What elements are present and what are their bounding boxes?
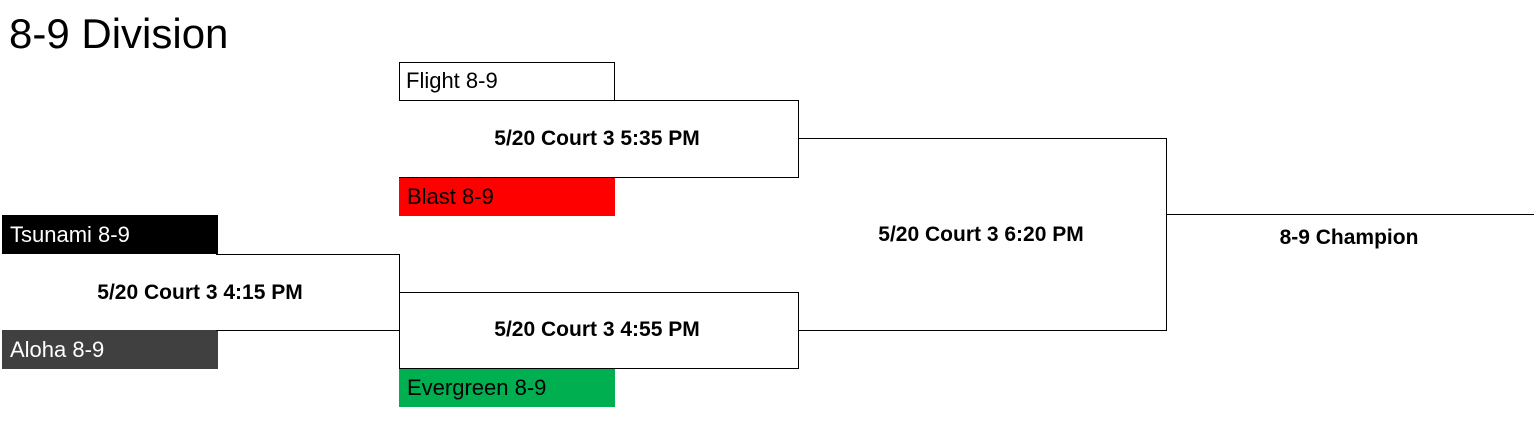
game-2-label: 5/20 Court 3 5:35 PM [494,127,700,150]
game-3-label: 5/20 Court 3 4:55 PM [494,318,700,341]
champion-label: 8-9 Champion [1279,226,1419,249]
game-4-label: 5/20 Court 3 6:20 PM [878,223,1084,246]
team-aloha: Aloha 8-9 [2,330,218,369]
champion-line [1166,214,1534,215]
bracket-game-2-connector [399,100,799,178]
team-tsunami: Tsunami 8-9 [2,215,218,254]
team-blast: Blast 8-9 [399,177,615,216]
division-title: 8-9 Division [9,10,229,57]
bracket-game-4-connector [798,138,1167,331]
team-evergreen: Evergreen 8-9 [399,368,615,407]
team-flight: Flight 8-9 [399,62,615,101]
game-1-label: 5/20 Court 3 4:15 PM [97,281,303,304]
game-3-entry-line [399,292,400,369]
